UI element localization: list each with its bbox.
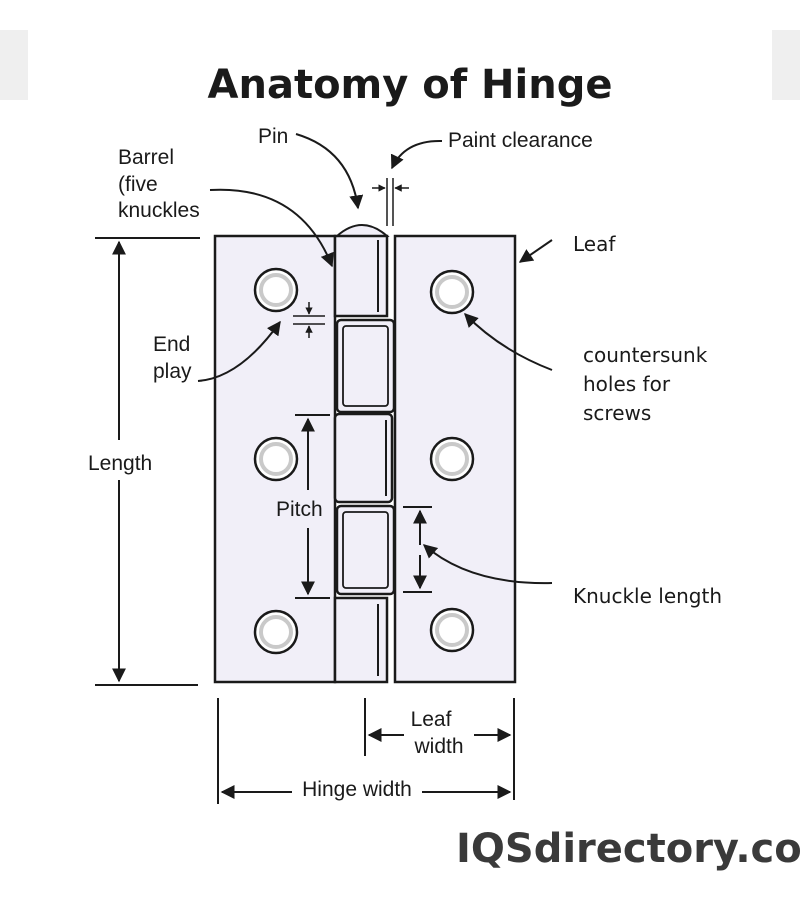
knuckle-4 [335, 504, 396, 596]
label-paint-clearance: Paint clearance [448, 129, 593, 152]
label-hinge-width: Hinge width [302, 778, 412, 801]
label-pin: Pin [258, 125, 288, 148]
paint-clearance-dimension [372, 178, 409, 226]
label-countersunk-3: screws [583, 401, 651, 425]
pitch-dimension [295, 414, 330, 599]
screw-hole [253, 609, 299, 655]
header-band-inner [28, 30, 772, 100]
label-countersunk-2: holes for [583, 372, 671, 396]
end-play-dimension [293, 302, 325, 338]
page-title: Anatomy of Hinge [208, 62, 613, 108]
barrel-leader-arrow [209, 188, 334, 268]
countersunk-leader-arrow [464, 312, 553, 371]
screw-holes [253, 267, 475, 655]
knuckle-length-dimension [403, 506, 432, 593]
label-pitch: Pitch [276, 498, 323, 521]
label-leaf: Leaf [573, 232, 616, 256]
label-end-play-1: End [153, 333, 190, 356]
label-end-play-2: play [153, 360, 192, 383]
knuckle-1 [333, 234, 389, 318]
label-barrel-1: Barrel [118, 146, 174, 169]
leaf-leader-arrow [518, 239, 553, 263]
screw-hole [253, 267, 299, 313]
pin-head [334, 224, 390, 237]
end-play-leader-arrow [197, 320, 281, 382]
hinge-width-dimension [217, 698, 512, 804]
length-dimension [95, 237, 200, 686]
label-countersunk-1: countersunk [583, 343, 708, 367]
knuckle-5 [333, 596, 389, 684]
label-leaf-width-1: Leaf [411, 708, 452, 731]
paint-clearance-leader-arrow [390, 139, 443, 170]
pin-leader-arrow [295, 133, 364, 210]
label-barrel-3: knuckles [118, 199, 200, 222]
screw-hole [429, 607, 475, 653]
knuckle-2 [335, 318, 396, 414]
screw-hole [253, 436, 299, 482]
label-knuckle-length: Knuckle length [573, 584, 722, 608]
label-leaf-width-2: width [413, 735, 463, 758]
knuckle-3 [333, 412, 394, 504]
screw-hole [429, 269, 475, 315]
label-barrel-2: (five [118, 173, 158, 196]
label-length: Length [88, 452, 152, 475]
knuckle-length-leader-arrow [422, 544, 553, 585]
watermark-logo: IQSdirectory.com [456, 826, 800, 872]
leaf-width-dimension [364, 698, 515, 800]
screw-hole [429, 436, 475, 482]
barrel [333, 224, 396, 684]
